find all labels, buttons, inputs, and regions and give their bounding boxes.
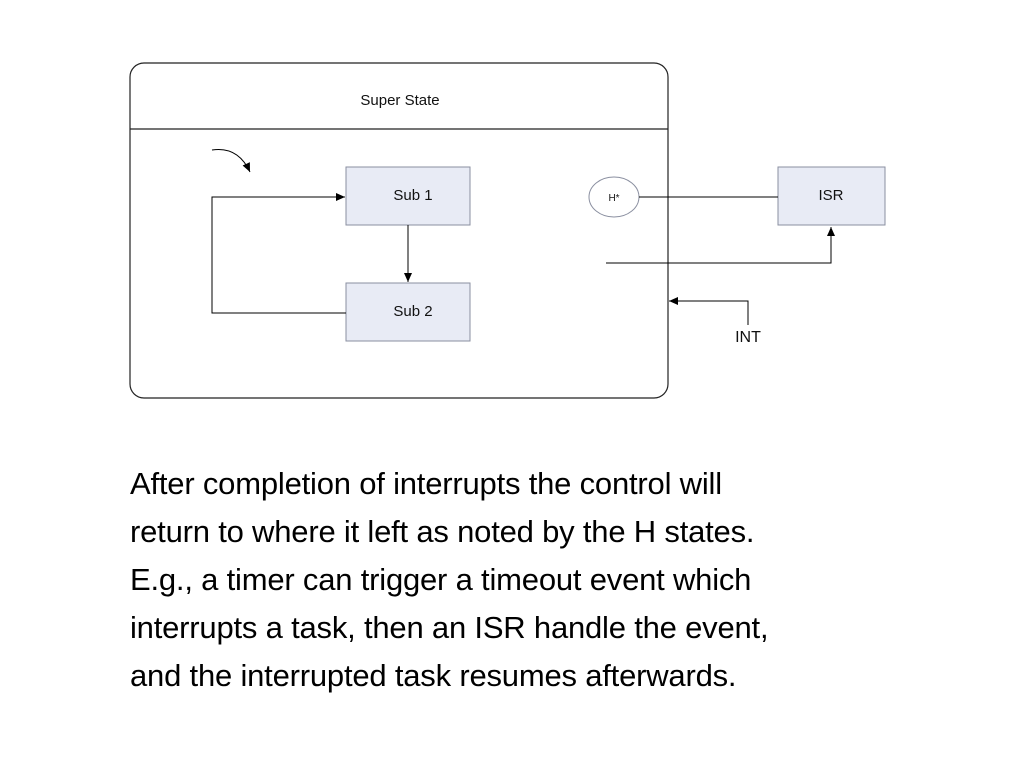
state-sub2-box	[345, 282, 471, 342]
interrupt-signal-arrow	[669, 297, 749, 325]
state-isr-label: ISR	[818, 187, 843, 204]
state-sub1-box	[345, 166, 471, 226]
state-sub1-label: Sub 1	[393, 187, 432, 204]
caption-line: and the interrupted task resumes afterwa…	[130, 658, 737, 693]
initial-transition-arrow	[211, 148, 251, 173]
state-sub1: Sub 1	[345, 166, 471, 226]
state-diagram: Super State Sub 1 Sub 2 H* ISR INT	[129, 62, 886, 399]
caption-line: return to where it left as noted by the …	[130, 514, 755, 549]
history-state: H*	[588, 176, 640, 218]
history-state-label: H*	[608, 193, 619, 204]
state-sub2: Sub 2	[345, 282, 471, 342]
caption-paragraph: After completion of interrupts the contr…	[130, 460, 930, 700]
state-isr-box	[777, 166, 886, 226]
caption-line: After completion of interrupts the contr…	[130, 466, 722, 501]
transition-sub2-to-sub1	[211, 193, 346, 314]
super-state: Super State	[129, 62, 669, 399]
super-state-title: Super State	[360, 92, 439, 109]
caption-line: interrupts a task, then an ISR handle th…	[130, 610, 769, 645]
state-isr: ISR	[777, 166, 886, 226]
transition-superstate-to-isr	[606, 227, 835, 264]
caption-line: E.g., a timer can trigger a timeout even…	[130, 562, 752, 597]
interrupt-signal-label: INT	[735, 329, 761, 346]
state-sub2-label: Sub 2	[393, 303, 432, 320]
super-state-frame	[129, 62, 669, 399]
